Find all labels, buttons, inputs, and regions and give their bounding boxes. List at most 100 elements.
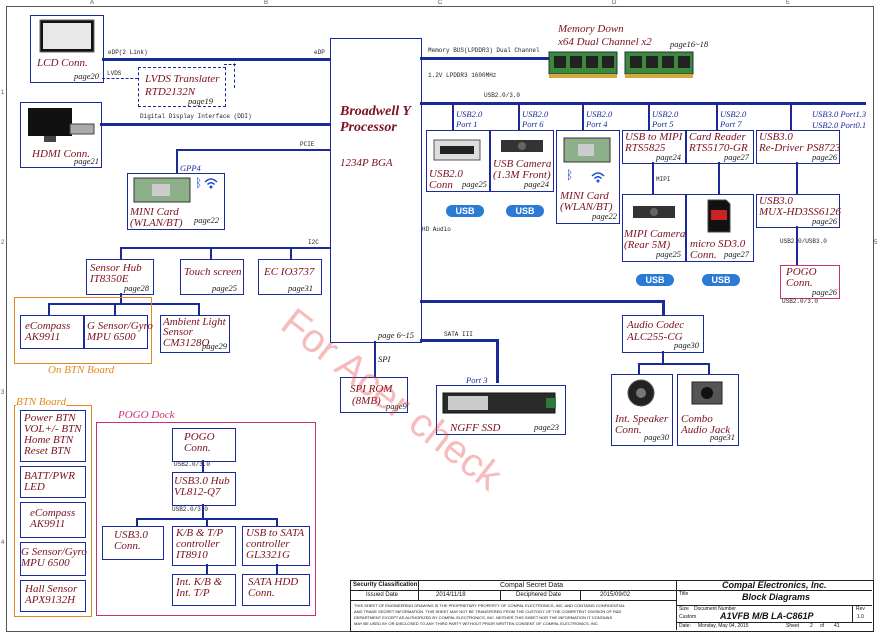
mipi-label: MIPI xyxy=(656,176,671,183)
dock-intkb-line2: Int. T/P xyxy=(176,587,210,599)
sata-label: SATA III xyxy=(444,331,473,338)
ec-block xyxy=(258,259,322,295)
tb-total: 41 xyxy=(834,623,840,629)
microsd-line2: Conn. xyxy=(690,249,717,261)
sensor-drop-ambient xyxy=(198,303,200,315)
tb-sheet: 2 xyxy=(810,623,813,629)
tb-rev: 1.0 xyxy=(857,614,864,620)
lvds-tag: LVDS xyxy=(107,70,122,77)
audio-out-line xyxy=(662,351,664,363)
i2c-line xyxy=(120,247,330,249)
usb-drop-port5 xyxy=(648,102,650,130)
audio-codec-line2: ALC255-CG xyxy=(627,331,683,343)
edp-link-label: eDP(2 Link) xyxy=(108,49,148,56)
tb-hline-r2 xyxy=(676,605,872,606)
gpp-label: GPP4 xyxy=(180,163,201,173)
sensorhub-page: page28 xyxy=(124,283,150,293)
memory-title-line2: x64 Dual Channel x2 xyxy=(558,36,652,48)
audio-branch-line xyxy=(638,363,708,365)
batt-led-line2: LED xyxy=(24,481,45,493)
sensorhub-line1: Sensor Hub xyxy=(90,262,142,274)
ambient-line1: Ambient Light xyxy=(163,316,226,328)
ddi-label: Digital Display Interface (DDI) xyxy=(140,113,252,120)
spi-rom-page: page9 xyxy=(386,401,407,411)
lvds-edp-vline xyxy=(234,58,235,88)
usb-drop-port7 xyxy=(716,102,718,130)
usb2-conn-page: page25 xyxy=(462,179,488,189)
tb-hline-2 xyxy=(350,600,676,601)
microsd-page: page27 xyxy=(724,249,750,259)
sata-bus-line xyxy=(420,339,498,342)
speaker-icon xyxy=(627,379,655,407)
pogo-dock-title: POGO Dock xyxy=(118,409,175,421)
sd-line xyxy=(718,162,720,194)
i2c-label: I2C xyxy=(308,239,319,246)
dock-hdd-line1: SATA HDD xyxy=(248,576,299,588)
minicard1-module-icon xyxy=(133,177,191,203)
dock-sata-down-line xyxy=(276,564,278,574)
tb-title-label: Title xyxy=(679,591,689,597)
ruler-5: 5 xyxy=(874,240,878,246)
usb-camera-line1: USB Camera xyxy=(493,158,552,170)
ec-label: EC IO3737 xyxy=(264,266,315,278)
minicard2-line2: (WLAN/BT) xyxy=(560,201,613,213)
mipi-camera-page: page25 xyxy=(656,249,682,259)
btn-board-title: BTN Board xyxy=(16,396,67,408)
cpu-package: 1234P BGA xyxy=(340,157,393,169)
touchscreen-block xyxy=(180,259,244,295)
tb-doc: A1VFB M/B LA-C861P xyxy=(720,611,814,621)
ssd-module-icon xyxy=(442,392,556,414)
memory-module-1-icon xyxy=(548,51,618,78)
minicard2-page: page22 xyxy=(592,211,618,221)
minicard2-line1: MINI Card xyxy=(560,190,609,202)
speaker-line2: Conn. xyxy=(615,424,642,436)
pcie-label: PCIE xyxy=(300,141,315,148)
mipi-line xyxy=(652,162,654,194)
mipi-camera-line2: (Rear 5M) xyxy=(624,239,671,251)
pogo-conn-right-block xyxy=(780,265,840,299)
gsensor1-line2: MPU 6500 xyxy=(87,331,136,343)
audio-jack-line1: Combo xyxy=(681,413,713,425)
lcd-conn-label: LCD Conn. xyxy=(37,57,88,69)
ruler-d: D xyxy=(612,0,617,6)
power-btn-line1: Power BTN xyxy=(24,412,76,424)
port7-line2: Port 7 xyxy=(720,119,742,129)
tb-title: Block Diagrams xyxy=(742,592,811,602)
cpu-name-line1: Broadwell Y xyxy=(340,104,411,119)
gsensor1-block xyxy=(84,315,148,349)
hdmi-tv-icon xyxy=(28,108,95,142)
gsensor2-block xyxy=(20,542,86,576)
port1-line1: USB2.0 xyxy=(456,109,483,119)
memory-bus-label: Memory BUS(LPDDR3) Dual Channel xyxy=(428,47,540,54)
usb-port-icon xyxy=(433,139,481,161)
mux-line2: MUX-HD3SS6126 xyxy=(759,206,841,218)
dock-pogo-conn-line1: POGO xyxy=(184,431,215,443)
mux-pogo-line xyxy=(796,226,798,265)
dock-kbtp-line2: controller xyxy=(176,538,220,550)
tb-hline-r3 xyxy=(676,622,872,623)
sensorhub-out-line xyxy=(120,293,122,303)
spi-rom-line2: (8MB) xyxy=(352,395,381,407)
cpu-page: page 6~15 xyxy=(378,330,414,340)
usb-logo-1: USB xyxy=(446,205,484,217)
pogo-conn-right-page: page26 xyxy=(812,287,838,297)
port7-line1: USB2.0 xyxy=(720,109,747,119)
speaker-line1: Int. Speaker xyxy=(615,413,669,425)
tb-notice-2: AND TRADE SECRET INFORMATION. THIS SHEET… xyxy=(354,609,622,614)
cpu-block xyxy=(330,38,422,343)
bluetooth-icon-1: ᛒ xyxy=(195,176,203,190)
audio-drop-speaker xyxy=(638,363,640,374)
dock-sata-line1: USB to SATA xyxy=(246,527,305,539)
port4-line1: USB2.0 xyxy=(586,109,613,119)
microsd-line1: micro SD3.0 xyxy=(690,238,746,250)
power-btn-line4: Reset BTN xyxy=(24,445,71,457)
audio-codec-page: page30 xyxy=(674,340,700,350)
lvds-edp-line xyxy=(224,64,236,65)
tb-company: Compal Electronics, Inc. xyxy=(722,580,827,590)
touchscreen-page: page25 xyxy=(212,283,238,293)
hd-audio-drop xyxy=(662,300,665,316)
usb-camera-line2: (1.3M Front) xyxy=(493,169,551,181)
usb-camera-page: page24 xyxy=(524,179,550,189)
dock-kbtp-block xyxy=(172,526,236,566)
usb-bus-tag: USB2.0/3.0 xyxy=(484,92,521,99)
